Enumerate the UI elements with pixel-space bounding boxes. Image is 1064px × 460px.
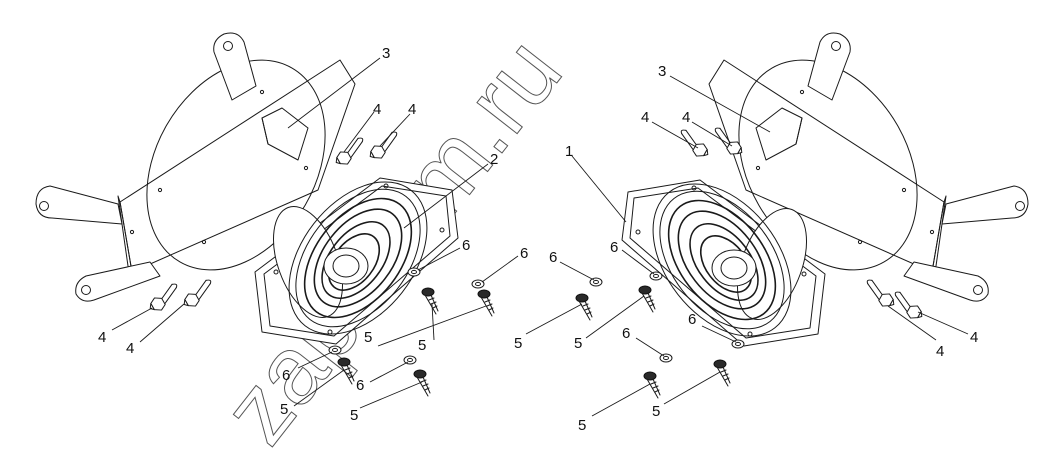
left-screw-a [421,287,439,315]
callout-6-right-a: 6 [549,249,557,266]
left-bolt-a [330,136,371,170]
right-washer-b [649,271,663,281]
callout-4-left-c: 4 [98,329,106,346]
right-screw-b [638,285,656,313]
callout-3-right: 3 [658,63,666,80]
callout-6-left-b: 6 [520,245,528,262]
callout-4-right-c: 4 [936,343,944,360]
left-screw-d [413,369,431,397]
callout-4-left-d: 4 [126,340,134,357]
right-screw-c [713,359,731,387]
callout-4-right-d: 4 [970,329,978,346]
callout-5-left-c: 5 [280,401,288,418]
right-washer-d [659,353,673,363]
right-screw-d [643,371,661,399]
left-screw-b [477,289,495,317]
callout-4-left-b: 4 [408,101,416,118]
left-bolt-d [178,278,219,312]
right-bolt-c [859,278,900,312]
callout-5-left-d: 5 [350,407,358,424]
left-washer-a [407,267,421,277]
leader-lines [111,57,969,417]
callout-6-right-b: 6 [610,239,618,256]
callout-6-right-c: 6 [688,311,696,328]
callout-5-right-a: 5 [514,335,522,352]
callout-6-left-a: 6 [462,237,470,254]
callout-6-left-d: 6 [356,377,364,394]
callout-6-left-c: 6 [282,367,290,384]
right-bolt-d [887,290,928,324]
callout-2: 2 [490,151,498,168]
callout-4-left-a: 4 [373,101,381,118]
callout-1: 1 [565,143,573,160]
right-bolt-a [673,128,714,162]
callout-3-left: 3 [382,45,390,62]
left-washer-b [471,279,485,289]
right-screw-a [575,293,593,321]
callout-5-left-a: 5 [364,329,372,346]
callout-4-right-a: 4 [641,109,649,126]
callout-5-right-b: 5 [574,335,582,352]
callouts: 3 4 4 2 4 4 6 6 6 6 5 5 5 5 1 3 4 4 6 6 … [98,45,978,434]
callout-5-left-b: 5 [418,337,426,354]
callout-4-right-b: 4 [682,109,690,126]
callout-5-right-d: 5 [652,403,660,420]
callout-5-right-c: 5 [578,417,586,434]
callout-6-right-d: 6 [622,325,630,342]
